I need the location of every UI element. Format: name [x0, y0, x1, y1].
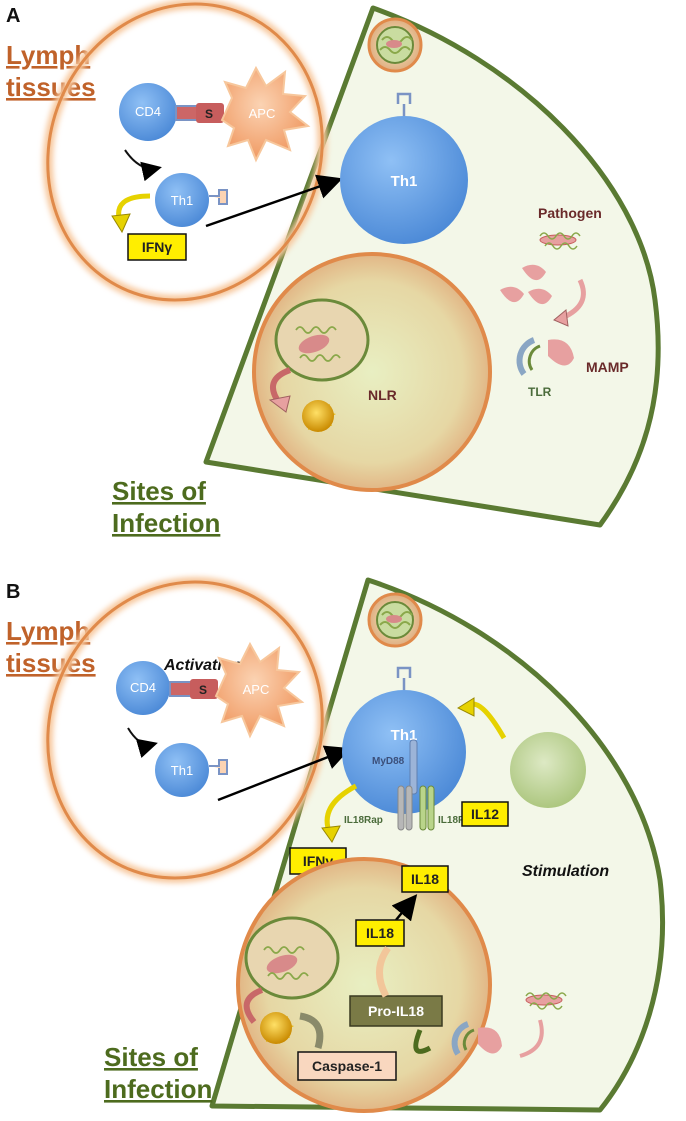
panel-b-cd4-label: CD4 — [130, 680, 156, 695]
panel-b-th1-small-receptor — [209, 759, 228, 775]
panel-b-phagosome — [244, 916, 340, 1000]
panel-a-cd4-cell — [119, 83, 177, 141]
panel-b-inflammasome — [260, 1012, 294, 1044]
panel-b-th1-large-receptor — [396, 666, 412, 690]
panel-a-mamp-drops — [500, 264, 552, 305]
panel-b-th1-small — [155, 743, 209, 797]
panel-a-th1-small — [155, 173, 209, 227]
panel-a-sites-label-1: Sites of — [112, 476, 206, 506]
panel-b-th1-large — [342, 690, 466, 814]
panel-b-lymph-label-2: tissues — [6, 648, 96, 678]
panel-a-tlr-label: TLR — [528, 385, 552, 399]
panel-b-il18ra-label: IL18Rα — [438, 815, 472, 826]
panel-b-nlr-arrow — [243, 987, 264, 1024]
panel-b-pro-il18-label: Pro-IL18 — [368, 1003, 424, 1019]
panel-a-th1-large — [340, 116, 468, 244]
panel-b-letter: B — [6, 581, 20, 603]
panel-b-caspase-arrow — [299, 1012, 324, 1049]
panel-b-il18-top-box — [401, 865, 449, 893]
panel-a-th1-small-label: Th1 — [171, 193, 193, 208]
panel-b-il12-cell — [510, 732, 586, 808]
panel-b-th1-small-label: Th1 — [171, 763, 193, 778]
panel-b-tlr — [451, 1021, 470, 1056]
panel-a-mamp-label: MAMP — [586, 359, 629, 375]
panel-b-il18rap-label: IL18Rap — [344, 815, 383, 826]
panel-b-apc — [214, 641, 305, 739]
panel-a-apc-label: APC — [249, 106, 276, 121]
panel-a-ifn-label: IFNγ — [142, 239, 173, 255]
panel-b-pathogen-arrow — [519, 1019, 544, 1058]
panel-a-letter: A — [6, 5, 20, 27]
panel-a-apc — [220, 65, 311, 163]
panel-a-differentiation-arrow — [124, 149, 162, 182]
panel-b: B Lymph tissues Activation CD4 S APC Th1 — [6, 577, 666, 1113]
panel-a-migration-arrow — [205, 174, 343, 228]
panel-a-inflammasome — [302, 400, 336, 432]
panel-a-sites-label-2: Infection — [112, 508, 220, 538]
panel-b-migration-arrow — [217, 745, 351, 802]
panel-b-cd4-cell — [116, 661, 170, 715]
panel-b-pathogen — [525, 992, 567, 1010]
panel-b-pro-il18-box — [349, 995, 443, 1027]
panel-b-caspase-box — [297, 1051, 397, 1081]
panel-b-lymph-node — [46, 580, 324, 880]
panel-b-caspase-label: Caspase-1 — [312, 1058, 382, 1074]
panel-b-sites-label-2: Infection — [104, 1074, 212, 1104]
panel-a-tlr — [516, 337, 536, 376]
panel-b-il12-box — [461, 801, 509, 827]
panel-a-th1-small-receptor — [209, 189, 228, 205]
panel-a-s-label: S — [205, 107, 213, 121]
panel-b-differentiation-arrow — [127, 727, 158, 759]
panel-b-il18-secretion-arrow — [391, 894, 418, 922]
panel-b-myd88-label: MyD88 — [372, 756, 405, 767]
panel-b-il18-mid-label: IL18 — [366, 925, 394, 941]
panel-b-mamp-bound — [478, 1027, 502, 1054]
panel-b-small-macrophage — [367, 592, 423, 648]
panel-b-tlr-arrow — [413, 1029, 432, 1054]
panel-b-il18-top-label: IL18 — [411, 871, 439, 887]
panel-a-lymph-node — [46, 2, 324, 302]
panel-a-tcr-mhc: S — [175, 103, 224, 123]
panel-a-ifn-box — [127, 233, 187, 261]
panel-a-nlr-label: NLR — [368, 387, 397, 403]
panel-b-processing-arrow — [376, 945, 391, 998]
panel-a-th1-large-receptor — [396, 92, 412, 116]
panel-b-th1-large-label: Th1 — [391, 727, 418, 744]
panel-a-cd4-label: CD4 — [135, 104, 161, 119]
panel-b-apc-label: APC — [243, 682, 270, 697]
panel-b-il18-mid-box — [355, 919, 405, 947]
panel-a-th1-large-label: Th1 — [391, 173, 418, 190]
panel-a-small-macrophage — [367, 17, 423, 73]
panel-a-pathogen-label: Pathogen — [538, 205, 602, 221]
panel-a-pathogen — [539, 232, 581, 250]
panel-b-stimulation-label: Stimulation — [522, 863, 609, 880]
panel-a-lymph-label-2: tissues — [6, 72, 96, 102]
panel-a-mamp-bound — [548, 339, 574, 366]
panel-b-tcr-mhc: S — [169, 679, 218, 699]
panel-b-s-label: S — [199, 683, 207, 697]
panel-a: A Lymph tissues CD4 S APC Th1 — [6, 0, 661, 538]
panel-b-il12-label: IL12 — [471, 806, 499, 822]
panel-b-sites-label-1: Sites of — [104, 1042, 198, 1072]
panel-b-il18-receptor — [397, 739, 435, 831]
panel-a-phagosome — [274, 298, 370, 382]
